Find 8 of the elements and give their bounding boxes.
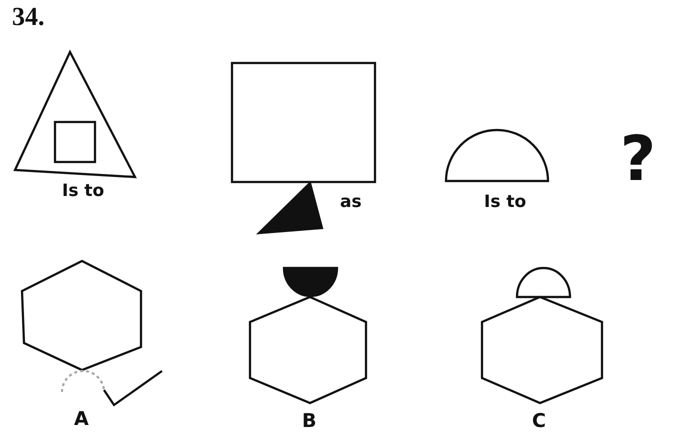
question-mark: ? [620,128,656,190]
relation-word: Is to [62,183,104,200]
option-letter: C [532,412,546,431]
relation-word: as [340,194,362,211]
option-letter: B [302,412,316,431]
relation-word: Is to [484,194,526,211]
question-number: 34. [12,4,44,30]
option-letter: A [74,410,89,429]
